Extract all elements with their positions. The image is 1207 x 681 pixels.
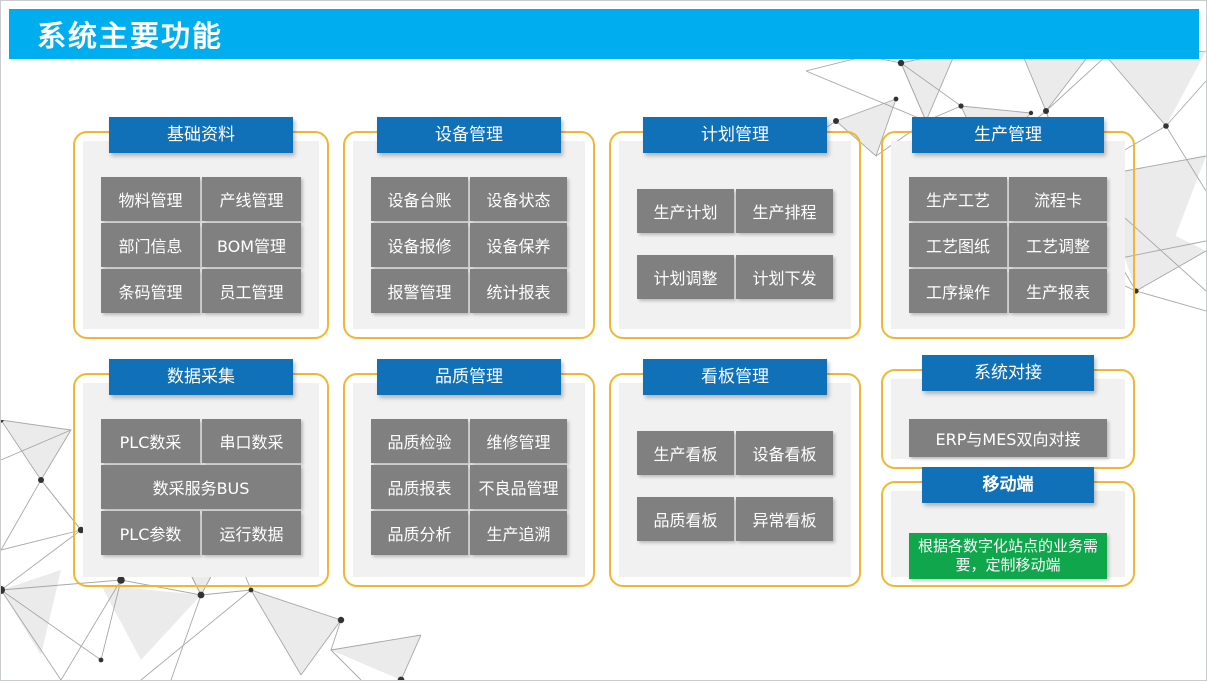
card-kanban-management[interactable]: 生产看板 设备看板 品质看板 异常看板 看板管理 <box>609 359 861 587</box>
tile-grid: 品质检验 维修管理 品质报表 不良品管理 品质分析 生产追溯 <box>371 419 567 555</box>
tile-grid: 生产工艺 流程卡 工艺图纸 工艺调整 工序操作 生产报表 <box>909 177 1107 313</box>
card-equipment-management[interactable]: 设备台账 设备状态 设备报修 设备保养 报警管理 统计报表 设备管理 <box>343 117 595 339</box>
tile-item[interactable]: 生产工艺 <box>909 177 1007 221</box>
tile-item[interactable]: PLC数采 <box>101 419 200 463</box>
card-panel: 生产看板 设备看板 品质看板 异常看板 <box>619 383 851 577</box>
tile-row: 工序操作 生产报表 <box>909 269 1107 313</box>
tile-row: 计划调整 计划下发 <box>637 255 833 299</box>
card-title: 设备管理 <box>377 117 561 153</box>
card-quality-management[interactable]: 品质检验 维修管理 品质报表 不良品管理 品质分析 生产追溯 品质管理 <box>343 359 595 587</box>
tile-item[interactable]: 品质检验 <box>371 419 468 463</box>
tile-item[interactable]: 计划下发 <box>736 255 833 299</box>
card-title: 品质管理 <box>377 359 561 395</box>
tile-item[interactable]: 设备台账 <box>371 177 468 221</box>
tile-row: 条码管理 员工管理 <box>101 269 301 313</box>
tile-row: 根据各数字化站点的业务需要，定制移动端 <box>909 533 1107 579</box>
tile-item[interactable]: 工序操作 <box>909 269 1007 313</box>
card-title: 数据采集 <box>109 359 293 395</box>
tile-item[interactable]: 生产计划 <box>637 189 734 233</box>
card-panel: 品质检验 维修管理 品质报表 不良品管理 品质分析 生产追溯 <box>353 383 585 577</box>
tile-row: 品质看板 异常看板 <box>637 497 833 541</box>
tile-item[interactable]: 报警管理 <box>371 269 468 313</box>
tile-item[interactable]: 串口数采 <box>202 419 301 463</box>
tile-item[interactable]: 产线管理 <box>202 177 301 221</box>
tile-item[interactable]: PLC参数 <box>101 511 200 555</box>
card-title: 基础资料 <box>109 117 293 153</box>
tile-row: 生产看板 设备看板 <box>637 431 833 475</box>
tile-grid: 生产看板 设备看板 品质看板 异常看板 <box>637 431 833 541</box>
tile-item[interactable]: 品质分析 <box>371 511 468 555</box>
tile-item-wide[interactable]: 数采服务BUS <box>101 465 301 509</box>
tile-row: 品质报表 不良品管理 <box>371 465 567 509</box>
tile-grid: 生产计划 生产排程 计划调整 计划下发 <box>637 189 833 299</box>
tile-item[interactable]: 统计报表 <box>470 269 567 313</box>
page-title: 系统主要功能 <box>37 19 224 53</box>
card-title: 系统对接 <box>922 355 1094 391</box>
card-plan-management[interactable]: 生产计划 生产排程 计划调整 计划下发 计划管理 <box>609 117 861 339</box>
card-basic-data[interactable]: 物料管理 产线管理 部门信息 BOM管理 条码管理 员工管理 基础资料 <box>73 117 329 339</box>
tile-row: 品质分析 生产追溯 <box>371 511 567 555</box>
tile-row: 生产计划 生产排程 <box>637 189 833 233</box>
card-panel: 物料管理 产线管理 部门信息 BOM管理 条码管理 员工管理 <box>83 141 319 329</box>
card-data-collection[interactable]: PLC数采 串口数采 数采服务BUS PLC参数 运行数据 数据采集 <box>73 359 329 587</box>
tile-row: 报警管理 统计报表 <box>371 269 567 313</box>
tile-row: 部门信息 BOM管理 <box>101 223 301 267</box>
tile-row: PLC数采 串口数采 <box>101 419 301 463</box>
tile-grid: 设备台账 设备状态 设备报修 设备保养 报警管理 统计报表 <box>371 177 567 313</box>
tile-item[interactable]: 生产排程 <box>736 189 833 233</box>
card-panel: 根据各数字化站点的业务需要，定制移动端 <box>891 491 1125 579</box>
tile-item[interactable]: 生产追溯 <box>470 511 567 555</box>
card-system-integration[interactable]: ERP与MES双向对接 系统对接 <box>881 355 1135 469</box>
tile-item-wide[interactable]: ERP与MES双向对接 <box>909 419 1107 457</box>
tile-item[interactable]: 运行数据 <box>202 511 301 555</box>
card-title: 生产管理 <box>912 117 1104 153</box>
tile-item[interactable]: 品质报表 <box>371 465 468 509</box>
page-header-banner: 系统主要功能 <box>9 9 1199 59</box>
tile-item[interactable]: 维修管理 <box>470 419 567 463</box>
tile-row: 品质检验 维修管理 <box>371 419 567 463</box>
tile-item[interactable]: 计划调整 <box>637 255 734 299</box>
tile-item[interactable]: 品质看板 <box>637 497 734 541</box>
tile-item[interactable]: 不良品管理 <box>470 465 567 509</box>
card-title: 看板管理 <box>643 359 827 395</box>
tile-item[interactable]: 设备保养 <box>470 223 567 267</box>
tile-grid: ERP与MES双向对接 <box>909 419 1107 457</box>
tile-row: 生产工艺 流程卡 <box>909 177 1107 221</box>
tile-item[interactable]: 工艺图纸 <box>909 223 1007 267</box>
tile-item[interactable]: 流程卡 <box>1009 177 1107 221</box>
cards-board: 物料管理 产线管理 部门信息 BOM管理 条码管理 员工管理 基础资料 <box>1 59 1206 680</box>
tile-item[interactable]: 生产看板 <box>637 431 734 475</box>
card-panel: 生产工艺 流程卡 工艺图纸 工艺调整 工序操作 生产报表 <box>891 141 1125 329</box>
card-title: 移动端 <box>922 467 1094 503</box>
tile-row: ERP与MES双向对接 <box>909 419 1107 457</box>
tile-item[interactable]: 设备状态 <box>470 177 567 221</box>
tile-row: 设备台账 设备状态 <box>371 177 567 221</box>
tile-item[interactable]: 生产报表 <box>1009 269 1107 313</box>
card-panel: 生产计划 生产排程 计划调整 计划下发 <box>619 141 851 329</box>
tile-row: 工艺图纸 工艺调整 <box>909 223 1107 267</box>
tile-item[interactable]: 部门信息 <box>101 223 200 267</box>
tile-row: 物料管理 产线管理 <box>101 177 301 221</box>
card-production-management[interactable]: 生产工艺 流程卡 工艺图纸 工艺调整 工序操作 生产报表 生产管理 <box>881 117 1135 339</box>
tile-grid: PLC数采 串口数采 数采服务BUS PLC参数 运行数据 <box>101 419 301 555</box>
card-title: 计划管理 <box>643 117 827 153</box>
tile-item[interactable]: 异常看板 <box>736 497 833 541</box>
card-panel: PLC数采 串口数采 数采服务BUS PLC参数 运行数据 <box>83 383 319 577</box>
tile-item[interactable]: 员工管理 <box>202 269 301 313</box>
tile-grid: 根据各数字化站点的业务需要，定制移动端 <box>909 533 1107 579</box>
tile-item[interactable]: 设备报修 <box>371 223 468 267</box>
tile-item[interactable]: BOM管理 <box>202 223 301 267</box>
tile-row: 数采服务BUS <box>101 465 301 509</box>
tile-grid: 物料管理 产线管理 部门信息 BOM管理 条码管理 员工管理 <box>101 177 301 313</box>
tile-item[interactable]: 设备看板 <box>736 431 833 475</box>
tile-item[interactable]: 条码管理 <box>101 269 200 313</box>
tile-row: PLC参数 运行数据 <box>101 511 301 555</box>
tile-item-highlight[interactable]: 根据各数字化站点的业务需要，定制移动端 <box>909 533 1107 579</box>
card-panel: 设备台账 设备状态 设备报修 设备保养 报警管理 统计报表 <box>353 141 585 329</box>
tile-item[interactable]: 工艺调整 <box>1009 223 1107 267</box>
card-panel: ERP与MES双向对接 <box>891 379 1125 459</box>
card-mobile-terminal[interactable]: 根据各数字化站点的业务需要，定制移动端 移动端 <box>881 467 1135 587</box>
tile-row: 设备报修 设备保养 <box>371 223 567 267</box>
tile-item[interactable]: 物料管理 <box>101 177 200 221</box>
